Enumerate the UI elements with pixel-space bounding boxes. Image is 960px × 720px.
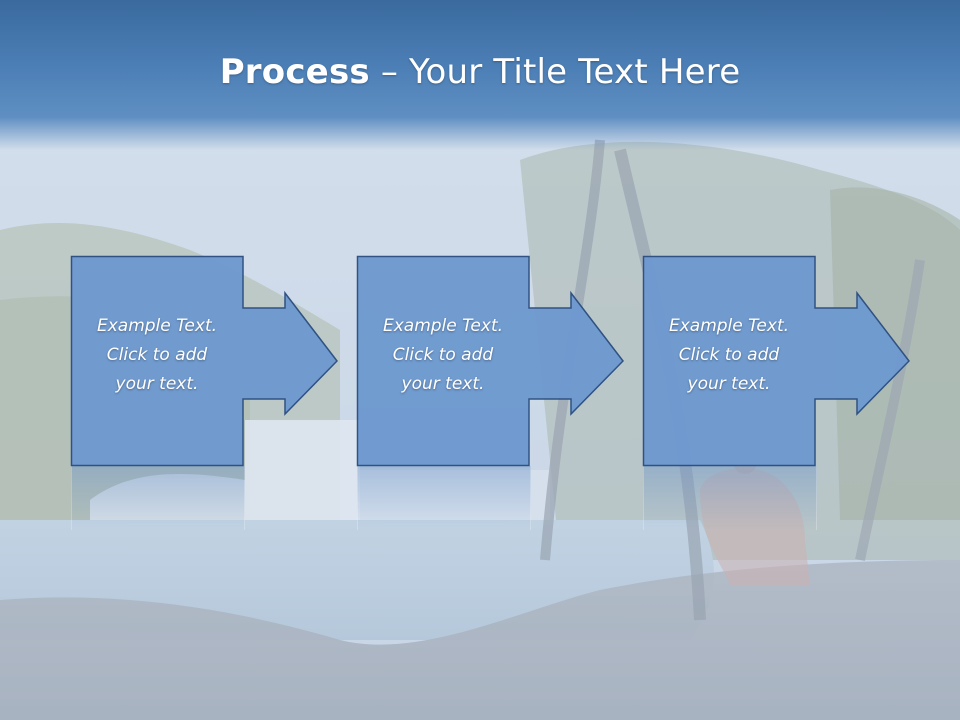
step-2-reflection <box>357 466 531 530</box>
step-3-text[interactable]: Example Text. Click to add your text. <box>668 316 790 394</box>
slide-title[interactable]: Process – Your Title Text Here <box>0 52 960 92</box>
title-rest-part: – Your Title Text Here <box>369 52 741 92</box>
step-2-text[interactable]: Example Text. Click to add your text. <box>382 316 504 394</box>
title-band: Process – Your Title Text Here <box>0 0 960 150</box>
step-3-reflection <box>643 466 817 530</box>
title-bold-part: Process <box>219 52 370 92</box>
step-1-arrow-shape <box>70 255 338 467</box>
process-step-3[interactable]: Example Text. Click to add your text. <box>642 255 913 467</box>
step-1-text[interactable]: Example Text. Click to add your text. <box>96 316 218 394</box>
process-step-1[interactable]: Example Text. Click to add your text. <box>70 255 341 467</box>
step-1-reflection <box>71 466 245 530</box>
process-step-2[interactable]: Example Text. Click to add your text. <box>356 255 627 467</box>
step-2-arrow-shape <box>356 255 624 467</box>
step-3-arrow-shape <box>642 255 910 467</box>
